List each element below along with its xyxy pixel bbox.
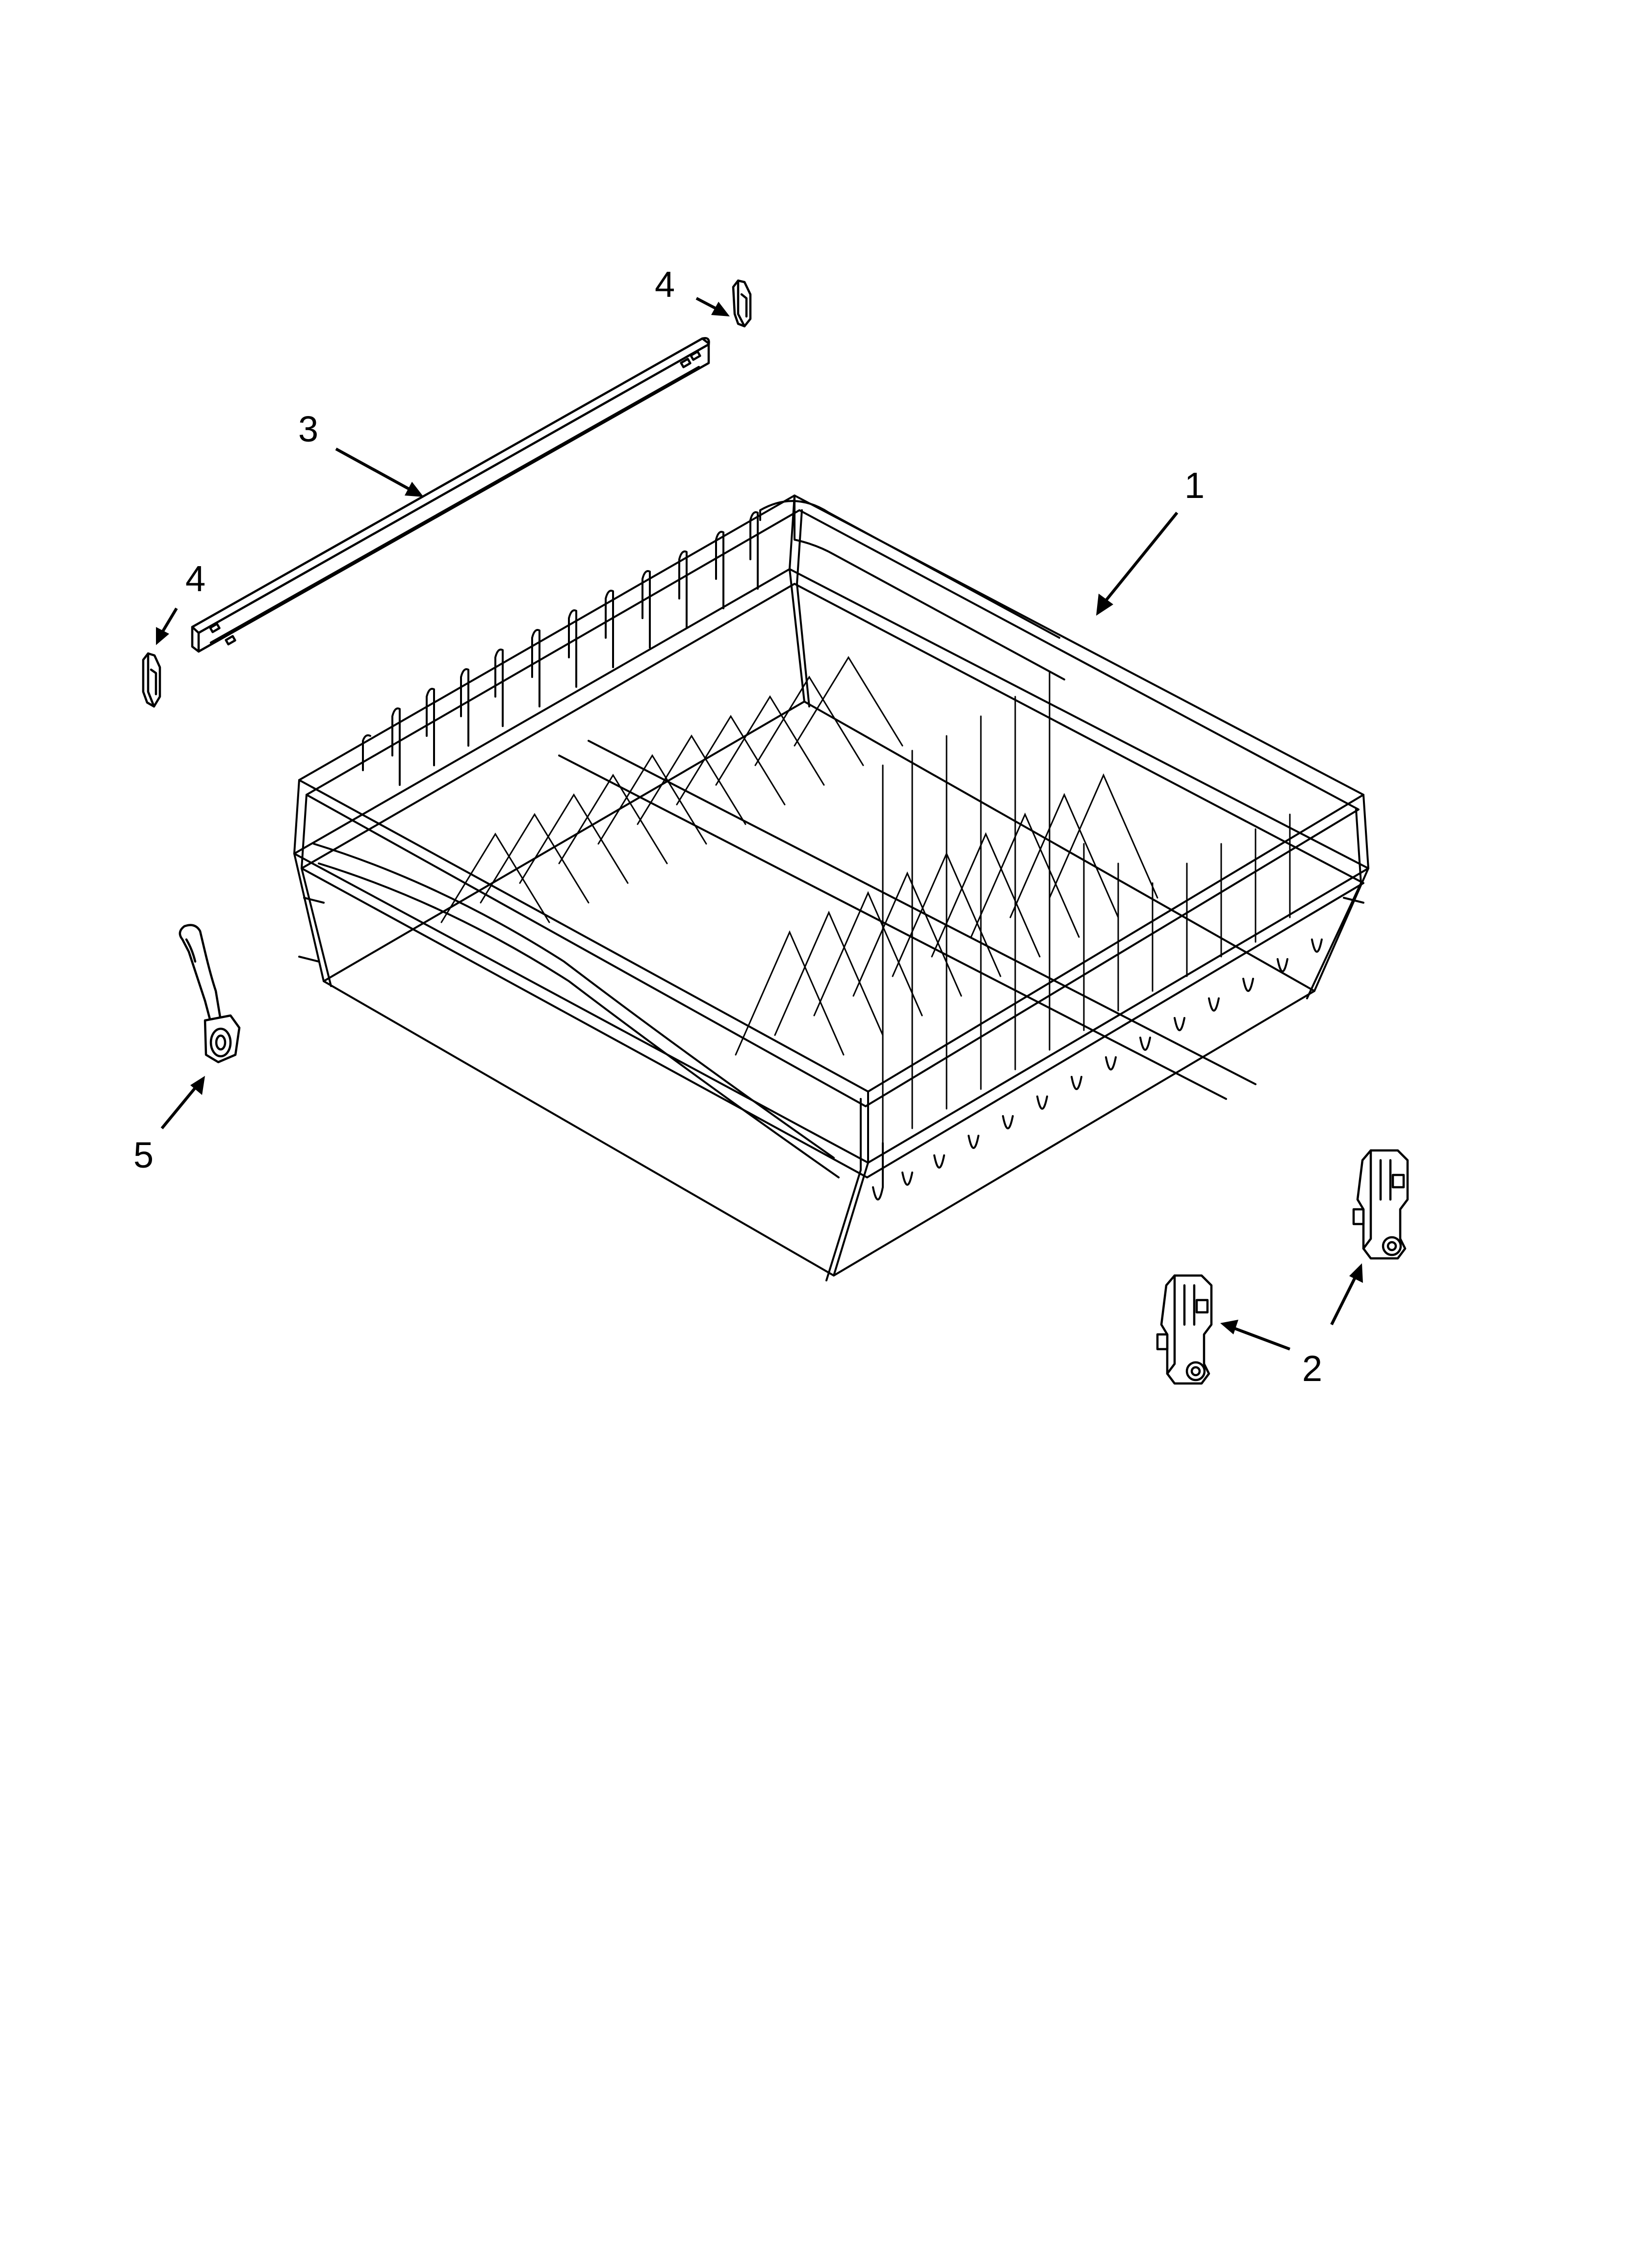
callout-4a-label: 4 — [655, 264, 675, 305]
callout-3: 3 — [298, 409, 424, 497]
callout-5-label: 5 — [133, 1135, 154, 1175]
right-side-wires — [882, 671, 1291, 1144]
callout-5: 5 — [133, 1076, 205, 1175]
rack-roller-clip[interactable] — [179, 924, 241, 1064]
callout-3-label: 3 — [298, 409, 318, 449]
callout-4b-label: 4 — [185, 558, 205, 599]
rack-rail[interactable] — [191, 337, 710, 653]
rack-adjuster-front[interactable] — [1156, 1274, 1213, 1385]
callout-2: 2 — [1220, 1263, 1363, 1389]
rail-end-cap-left[interactable] — [142, 652, 161, 708]
callout-2-label: 2 — [1302, 1348, 1322, 1389]
rail-end-cap-top[interactable] — [732, 279, 752, 328]
inner-tines — [440, 656, 1158, 1056]
back-tines — [362, 511, 759, 786]
rack-adjuster-rear[interactable] — [1352, 1149, 1409, 1260]
callout-4b: 4 — [156, 558, 205, 645]
callout-1-label: 1 — [1184, 465, 1205, 506]
upper-dishrack[interactable] — [293, 495, 1369, 1281]
front-loops — [872, 938, 1323, 1200]
callout-1: 1 — [1096, 465, 1205, 616]
callout-4a: 4 — [655, 264, 730, 316]
